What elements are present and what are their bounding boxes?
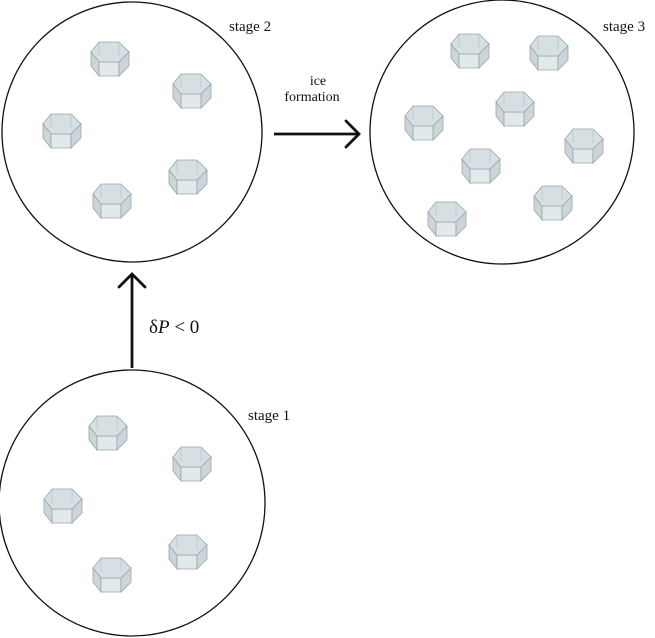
ice-crystal-icon bbox=[405, 106, 443, 140]
condition-relation: < 0 bbox=[170, 317, 200, 338]
ice-crystal-icon bbox=[43, 114, 81, 148]
delta-symbol: δ bbox=[149, 317, 158, 338]
ice-crystal-icon bbox=[89, 416, 127, 450]
stage-1-group: stage 1 bbox=[0, 370, 290, 636]
stage-1-label: stage 1 bbox=[248, 408, 290, 424]
ice-crystal-icon bbox=[534, 186, 572, 220]
stage-2-circle bbox=[2, 2, 262, 262]
pressure-drop-arrow bbox=[119, 274, 145, 368]
ice-crystal-icon bbox=[44, 489, 82, 523]
ice-crystal-icon bbox=[173, 74, 211, 108]
stage-3-group: stage 3 bbox=[370, 0, 645, 264]
ice-formation-label-line1: ice bbox=[310, 74, 326, 89]
ice-crystal-icon bbox=[462, 149, 500, 183]
ice-formation-label-line2: formation bbox=[284, 90, 339, 105]
stage-3-label: stage 3 bbox=[603, 19, 645, 35]
ice-crystal-icon bbox=[565, 129, 603, 163]
stage-2-group: stage 2 bbox=[2, 2, 271, 262]
ice-crystal-icon bbox=[91, 42, 129, 76]
ice-formation-arrow bbox=[274, 121, 359, 147]
pressure-condition-label: δP < 0 bbox=[149, 317, 199, 338]
stage-2-label: stage 2 bbox=[229, 19, 271, 35]
ice-crystal-icon bbox=[530, 36, 568, 70]
ice-crystal-icon bbox=[496, 92, 534, 126]
pressure-variable: P bbox=[157, 317, 170, 338]
ice-crystal-icon bbox=[169, 535, 207, 569]
ice-crystal-icon bbox=[173, 447, 211, 481]
ice-crystal-icon bbox=[93, 558, 131, 592]
ice-crystal-icon bbox=[93, 184, 131, 218]
ice-crystal-icon bbox=[451, 34, 489, 68]
stage-1-circle bbox=[0, 370, 265, 636]
ice-crystal-icon bbox=[428, 202, 466, 236]
ice-crystal-icon bbox=[169, 160, 207, 194]
